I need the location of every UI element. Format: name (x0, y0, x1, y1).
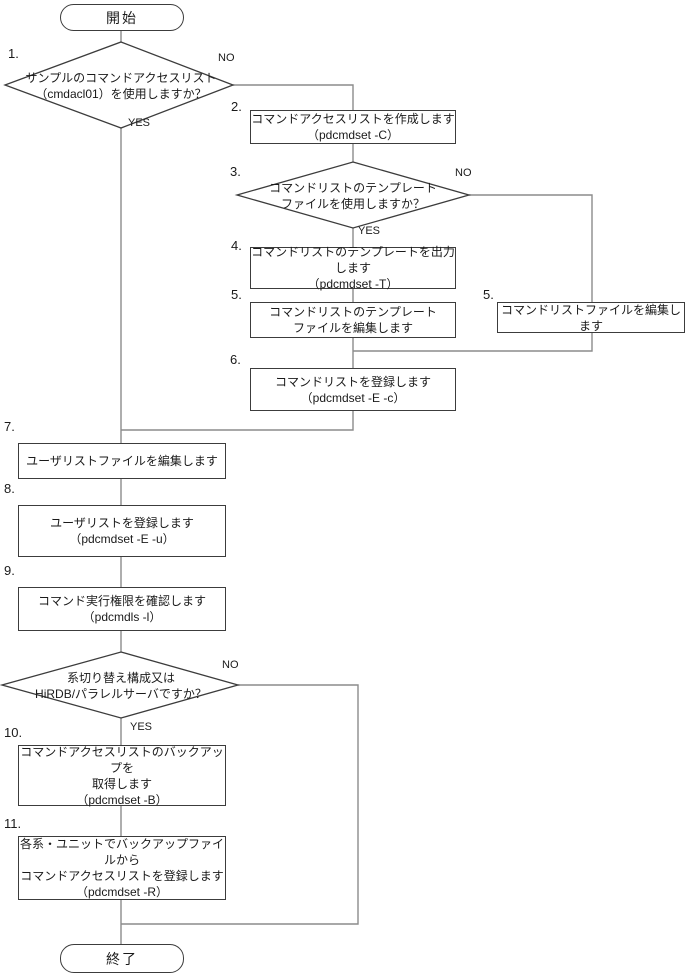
step-label-8: 8. (4, 481, 15, 496)
step-label-4: 4. (231, 238, 242, 253)
process-11-register-from-backup: 各系・ユニットでバックアップファイルから コマンドアクセスリストを登録します （… (18, 836, 226, 900)
step-label-2: 2. (231, 99, 242, 114)
decision-1-no-label: NO (218, 52, 235, 64)
step-label-10: 10. (4, 725, 23, 740)
step-label-9: 9. (4, 563, 15, 578)
step-label-6: 6. (230, 352, 241, 367)
process-10-backup-command-access-list: コマンドアクセスリストのバックアップを 取得します （pdcmdset -B） (18, 745, 226, 807)
decision-ha-no-label: NO (222, 659, 239, 671)
decision-3-text: コマンドリストのテンプレート ファイルを使用しますか？ (269, 181, 437, 211)
step-label-3: 3. (230, 164, 241, 179)
decision-1-text: サンプルのコマンドアクセスリスト （cmdacl01）を使用しますか？ (25, 71, 217, 101)
decision-ha-yes-label: YES (130, 721, 153, 733)
edge-d10-no-merge (121, 684, 359, 925)
process-2-create-command-access-list: コマンドアクセスリストを作成します （pdcmdset -C） (250, 110, 456, 144)
step-label-1: 1. (8, 46, 19, 61)
step-label-11: 11. (4, 816, 22, 831)
end-label: 終了 (106, 950, 138, 967)
decision-3-no-label: NO (455, 167, 472, 179)
decision-1-yes-label: YES (128, 117, 151, 129)
decision-3-shape (234, 161, 472, 229)
start-label: 開始 (106, 9, 138, 26)
edge-p5b-merge (353, 333, 593, 352)
step-label-5-left: 5. (231, 287, 242, 302)
process-5-edit-template-file: コマンドリストのテンプレート ファイルを編集します (250, 302, 456, 338)
process-4-output-template: コマンドリストのテンプレートを出力します （pdcmdset -T） (250, 245, 456, 291)
edge-d3-no-to-p5b (469, 194, 593, 302)
step-label-5-right: 5. (483, 287, 494, 302)
edge-p6-merge (121, 411, 354, 431)
process-6-register-command-list: コマンドリストを登録します （pdcmdset -E -c） (250, 368, 456, 411)
process-8-register-user-list: ユーザリストを登録します （pdcmdset -E -u） (18, 505, 226, 557)
process-5-edit-command-list-file: コマンドリストファイルを編集します (497, 302, 685, 333)
decision-3-yes-label: YES (358, 225, 381, 237)
start-terminal: 開始 (60, 4, 184, 31)
edge-d1-no-to-p2 (233, 84, 354, 110)
decision-ha-shape (0, 651, 241, 719)
step-label-7: 7. (4, 419, 15, 434)
decision-ha-text: 系切り替え構成又は HiRDB/パラレルサーバですか？ (35, 671, 207, 701)
process-9-check-command-permission: コマンド実行権限を確認します （pdcmdls -l） (18, 587, 226, 631)
process-7-edit-user-list-file: ユーザリストファイルを編集します (18, 443, 226, 479)
decision-1-shape (3, 41, 235, 129)
end-terminal: 終了 (60, 944, 184, 973)
